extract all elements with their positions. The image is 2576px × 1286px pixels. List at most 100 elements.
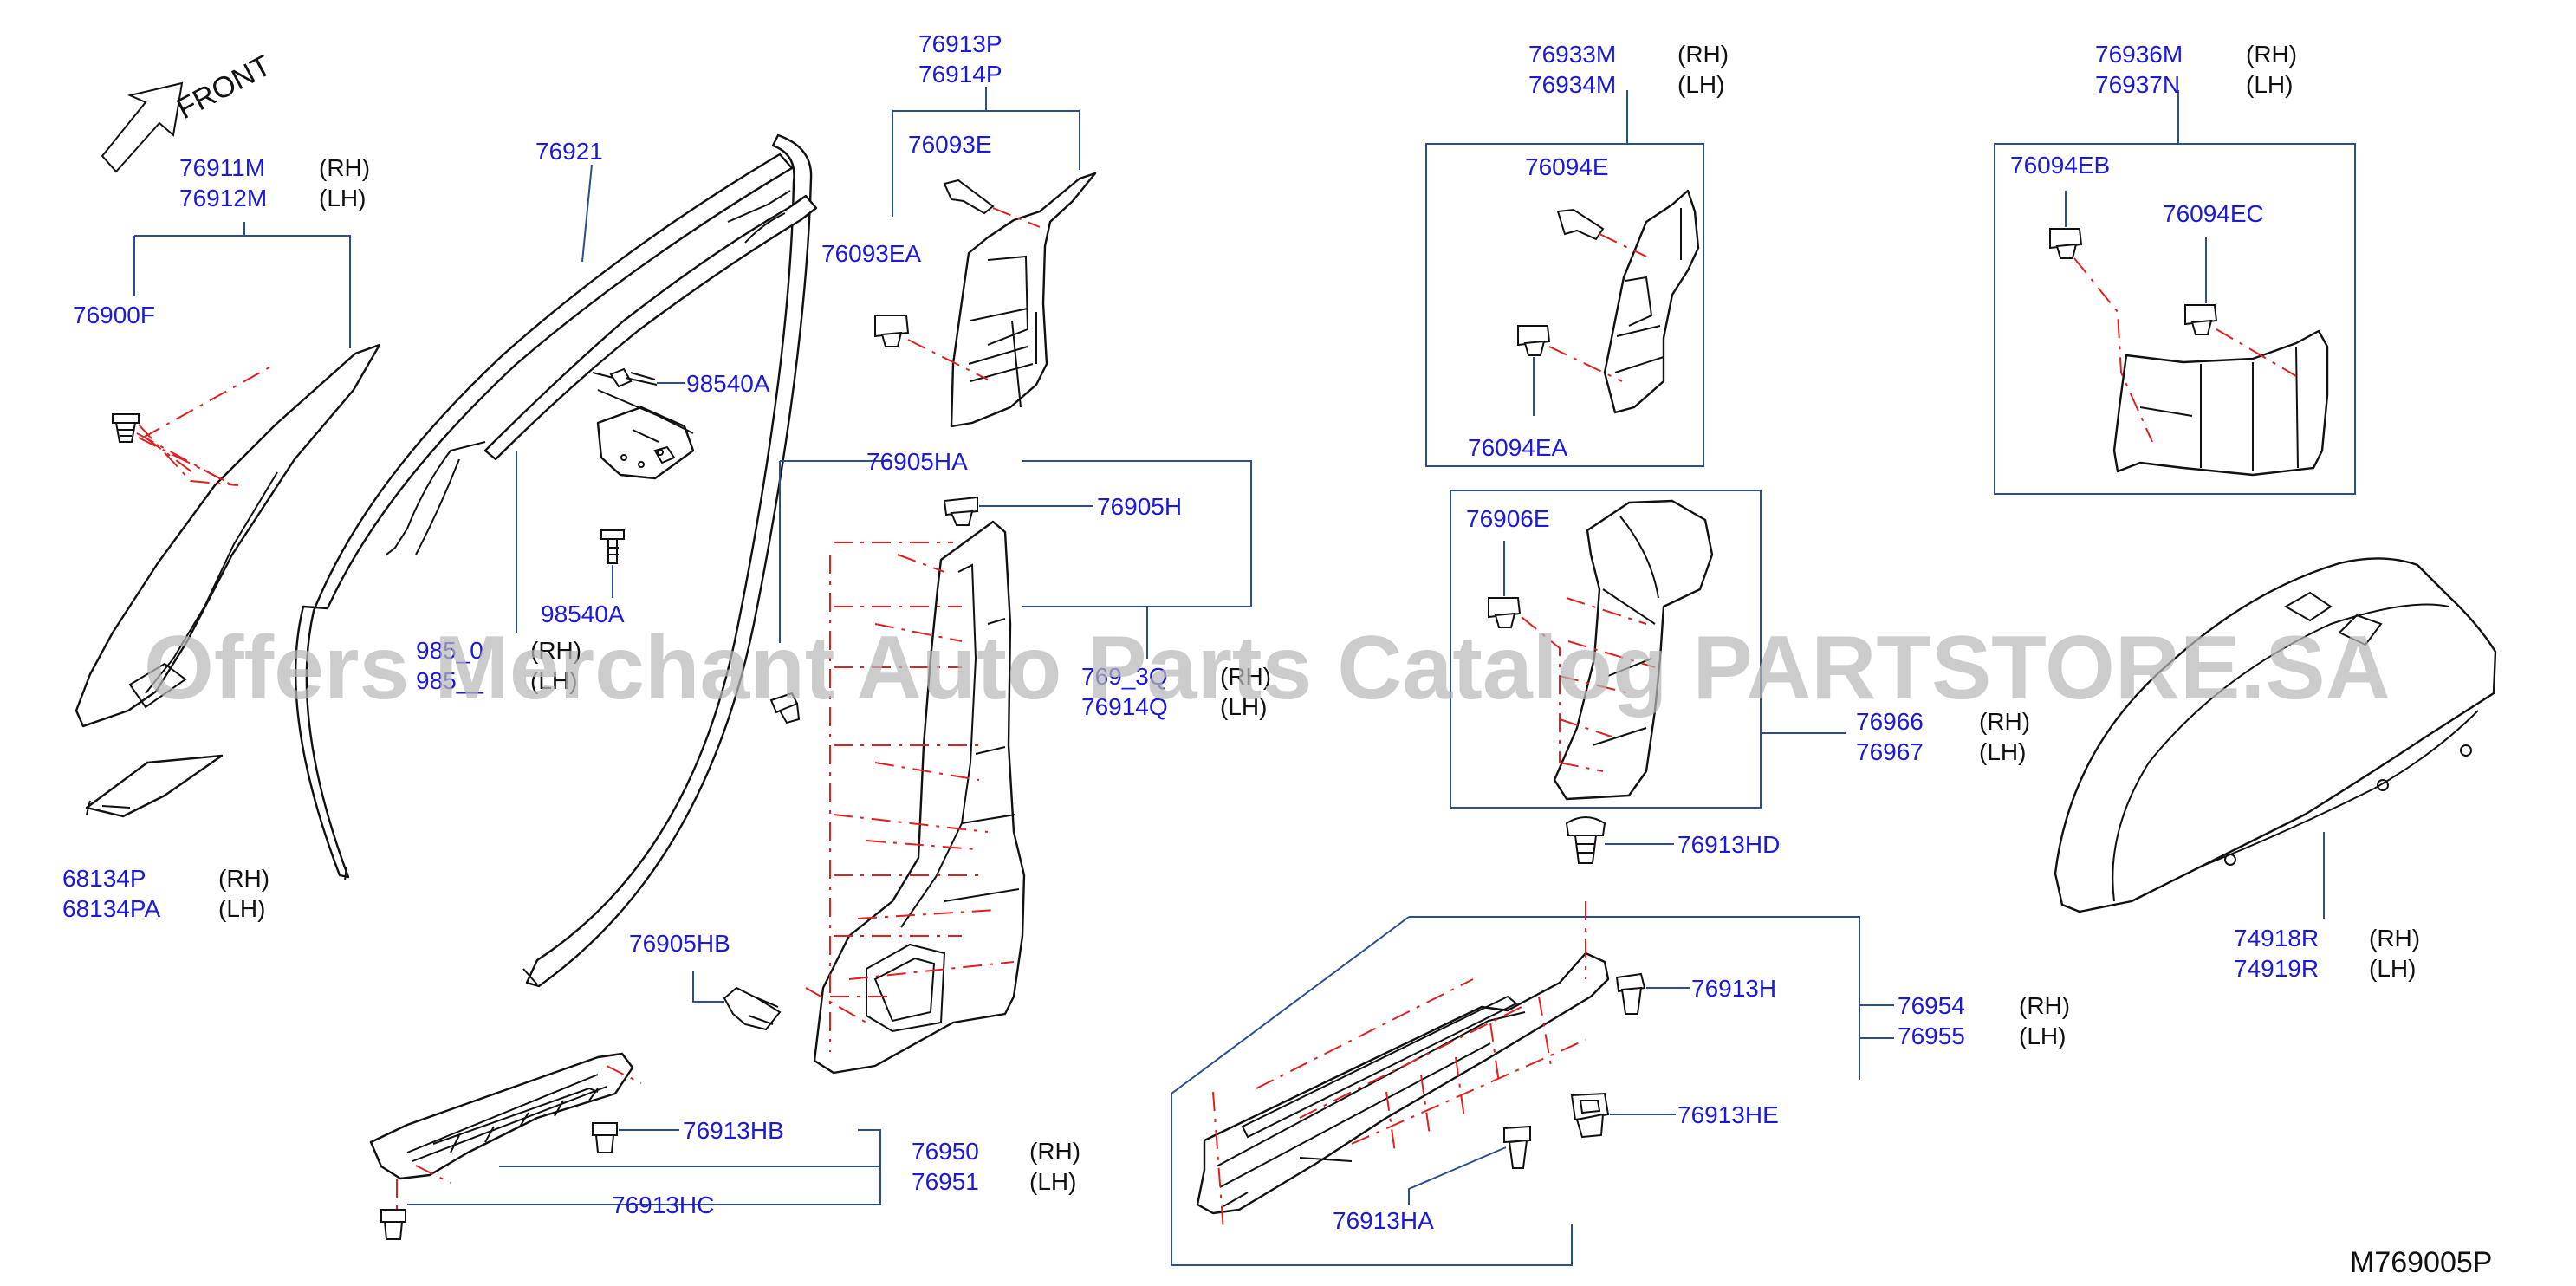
diagram-reference-code: M769005P bbox=[2350, 1246, 2492, 1279]
c-pillar-trim[interactable] bbox=[1603, 189, 1700, 414]
label-76921[interactable]: 76921 bbox=[535, 138, 603, 165]
side-rh-985x0: (RH) bbox=[530, 637, 581, 664]
clip-76905h[interactable] bbox=[943, 496, 978, 526]
door-opening-welt-front[interactable] bbox=[295, 153, 794, 879]
a-pillar-trim[interactable] bbox=[75, 343, 381, 728]
side-rh-76936m: (RH) bbox=[2246, 41, 2297, 68]
b-pillar-upper-group: 76913P 76914P 76093E 76093EA bbox=[821, 30, 1097, 428]
pillar-cover-68134p[interactable] bbox=[85, 754, 224, 818]
front-kicking-plate[interactable] bbox=[369, 1052, 634, 1180]
push-clip-76900f[interactable] bbox=[112, 413, 233, 486]
clip-76913h[interactable] bbox=[1615, 972, 1646, 1015]
label-76094eb[interactable]: 76094EB bbox=[2010, 152, 2110, 179]
clip-76094ea[interactable] bbox=[1517, 325, 1623, 382]
label-76966[interactable]: 76966 bbox=[1856, 708, 1924, 735]
clip-76913ha[interactable] bbox=[1503, 1125, 1531, 1169]
c-pillar-group: 76933M (RH) 76934M (LH) 76094E 76094EA bbox=[1425, 41, 1729, 467]
label-985xx[interactable]: 985__ bbox=[416, 667, 483, 694]
label-68134pa[interactable]: 68134PA bbox=[62, 895, 160, 922]
label-76934m[interactable]: 76934M bbox=[1528, 71, 1616, 98]
box-76954 bbox=[1171, 916, 1894, 1266]
clip-76093ea[interactable] bbox=[874, 315, 989, 380]
rear-wheel-house-cover[interactable] bbox=[2054, 557, 2497, 913]
b-pillar-upper-trim[interactable] bbox=[950, 172, 1097, 428]
clip-76094e[interactable] bbox=[1556, 208, 1605, 241]
label-76937n[interactable]: 76937N bbox=[2095, 71, 2180, 98]
bolt-98540a-top[interactable] bbox=[609, 367, 658, 388]
label-769x3q[interactable]: 769_3Q bbox=[1081, 663, 1168, 690]
clip-76094ec[interactable] bbox=[2184, 304, 2297, 377]
front-kick-plate-group: 76913HB 76913HC 76950 (RH) 76951 (LH) bbox=[369, 1052, 1080, 1240]
label-76094e[interactable]: 76094E bbox=[1525, 153, 1609, 180]
clip-76906e[interactable] bbox=[1488, 597, 1522, 628]
label-76900f[interactable]: 76900F bbox=[73, 302, 155, 328]
label-76906e[interactable]: 76906E bbox=[1466, 505, 1550, 532]
clip-76094eb[interactable] bbox=[2049, 228, 2153, 443]
side-lh-76937n: (LH) bbox=[2246, 71, 2293, 98]
rear-side-trim-group: 76906E 76966 (RH) 76967 (LH) bbox=[1450, 490, 2030, 809]
label-76955[interactable]: 76955 bbox=[1898, 1023, 1965, 1049]
label-76933m[interactable]: 76933M bbox=[1528, 41, 1616, 68]
label-76967[interactable]: 76967 bbox=[1856, 738, 1924, 765]
clip-76913he[interactable] bbox=[1570, 1092, 1610, 1139]
label-985x0[interactable]: 985_0 bbox=[416, 637, 483, 664]
rear-kicking-plate[interactable] bbox=[1196, 952, 1610, 1215]
label-98540a-top[interactable]: 98540A bbox=[686, 370, 770, 397]
label-76093ea[interactable]: 76093EA bbox=[821, 240, 922, 267]
label-76913hc[interactable]: 76913HC bbox=[612, 1192, 714, 1218]
label-76913hb[interactable]: 76913HB bbox=[683, 1117, 784, 1144]
box-76936m bbox=[1994, 143, 2356, 495]
front-arrow: FRONT bbox=[101, 49, 276, 173]
bolt-98540a-bottom[interactable] bbox=[600, 529, 625, 564]
door-opening-welt-main[interactable] bbox=[525, 133, 813, 988]
leader-76921 bbox=[581, 164, 593, 263]
label-68134p[interactable]: 68134P bbox=[62, 865, 146, 892]
side-rh-76950: (RH) bbox=[1029, 1138, 1080, 1165]
airbag-bracket[interactable] bbox=[596, 406, 695, 480]
clip-76905hb[interactable] bbox=[723, 986, 782, 1031]
label-76913h[interactable]: 76913H bbox=[1691, 975, 1776, 1002]
label-76905hb[interactable]: 76905HB bbox=[629, 930, 730, 957]
b-pillar-lower-trim[interactable] bbox=[813, 520, 1026, 1075]
leader-76911m bbox=[133, 222, 351, 348]
label-76951[interactable]: 76951 bbox=[912, 1168, 979, 1195]
label-74918r[interactable]: 74918R bbox=[2234, 925, 2319, 952]
label-74919r[interactable]: 74919R bbox=[2234, 955, 2319, 982]
label-76911m[interactable]: 76911M bbox=[179, 154, 265, 181]
clip-76905ha[interactable] bbox=[769, 692, 801, 724]
clip-76093e[interactable] bbox=[943, 179, 995, 215]
label-76950[interactable]: 76950 bbox=[912, 1138, 979, 1165]
label-76936m[interactable]: 76936M bbox=[2095, 41, 2183, 68]
side-rh-76933m: (RH) bbox=[1677, 41, 1729, 68]
clip-76913hd[interactable] bbox=[1565, 816, 1606, 864]
label-76913hd[interactable]: 76913HD bbox=[1677, 831, 1780, 858]
rear-pillar-trim[interactable] bbox=[2112, 329, 2329, 477]
label-76094ec[interactable]: 76094EC bbox=[2163, 200, 2264, 227]
side-rh-769x3q: (RH) bbox=[1220, 663, 1271, 690]
watermark-text: Offers Merchant Auto Parts Catalog PARTS… bbox=[144, 618, 2391, 718]
label-76914q[interactable]: 76914Q bbox=[1081, 693, 1168, 720]
curtain-airbag-tube[interactable] bbox=[483, 194, 818, 461]
clip-76913hc[interactable] bbox=[380, 1209, 406, 1240]
rear-side-trim[interactable] bbox=[1553, 499, 1714, 801]
box-76913q bbox=[779, 460, 1252, 659]
label-76913p[interactable]: 76913P bbox=[918, 30, 1002, 57]
clip-76913hb[interactable] bbox=[592, 1122, 618, 1153]
side-rh-76911m: (RH) bbox=[319, 154, 370, 181]
side-lh-76951: (LH) bbox=[1029, 1168, 1076, 1195]
wheel-house-group: 74918R (RH) 74919R (LH) bbox=[2054, 557, 2497, 982]
label-76914p[interactable]: 76914P bbox=[918, 61, 1002, 88]
label-76094ea[interactable]: 76094EA bbox=[1468, 434, 1568, 461]
side-rh-76954: (RH) bbox=[2019, 992, 2070, 1019]
label-76912m[interactable]: 76912M bbox=[179, 185, 267, 211]
label-76913ha[interactable]: 76913HA bbox=[1333, 1207, 1434, 1234]
label-76093e[interactable]: 76093E bbox=[908, 131, 992, 158]
leader-76913ha bbox=[1408, 1146, 1507, 1205]
label-76905ha[interactable]: 76905HA bbox=[866, 448, 968, 475]
label-76954[interactable]: 76954 bbox=[1898, 992, 1965, 1019]
label-98540a-bottom[interactable]: 98540A bbox=[541, 601, 625, 627]
a-pillar-trim-group: 76911M (RH) 76912M (LH) 76900F 68134P (R… bbox=[62, 154, 381, 922]
label-76905h[interactable]: 76905H bbox=[1097, 493, 1182, 520]
label-76913he[interactable]: 76913HE bbox=[1677, 1101, 1779, 1128]
